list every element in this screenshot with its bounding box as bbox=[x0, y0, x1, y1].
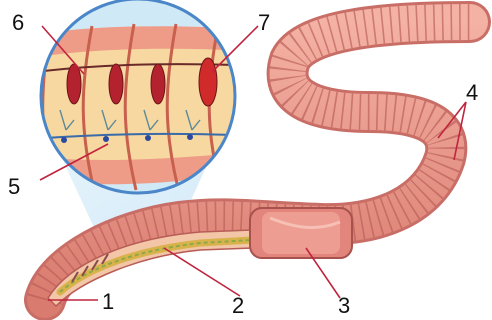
label-2: 2 bbox=[232, 293, 244, 318]
magnifier-lens bbox=[20, 0, 260, 200]
label-6: 6 bbox=[12, 10, 24, 35]
clitellum bbox=[250, 208, 352, 258]
label-7: 7 bbox=[258, 10, 270, 35]
label-4: 4 bbox=[466, 80, 478, 105]
label-1: 1 bbox=[102, 289, 114, 314]
label-3: 3 bbox=[338, 293, 350, 318]
label-5: 5 bbox=[8, 174, 20, 199]
